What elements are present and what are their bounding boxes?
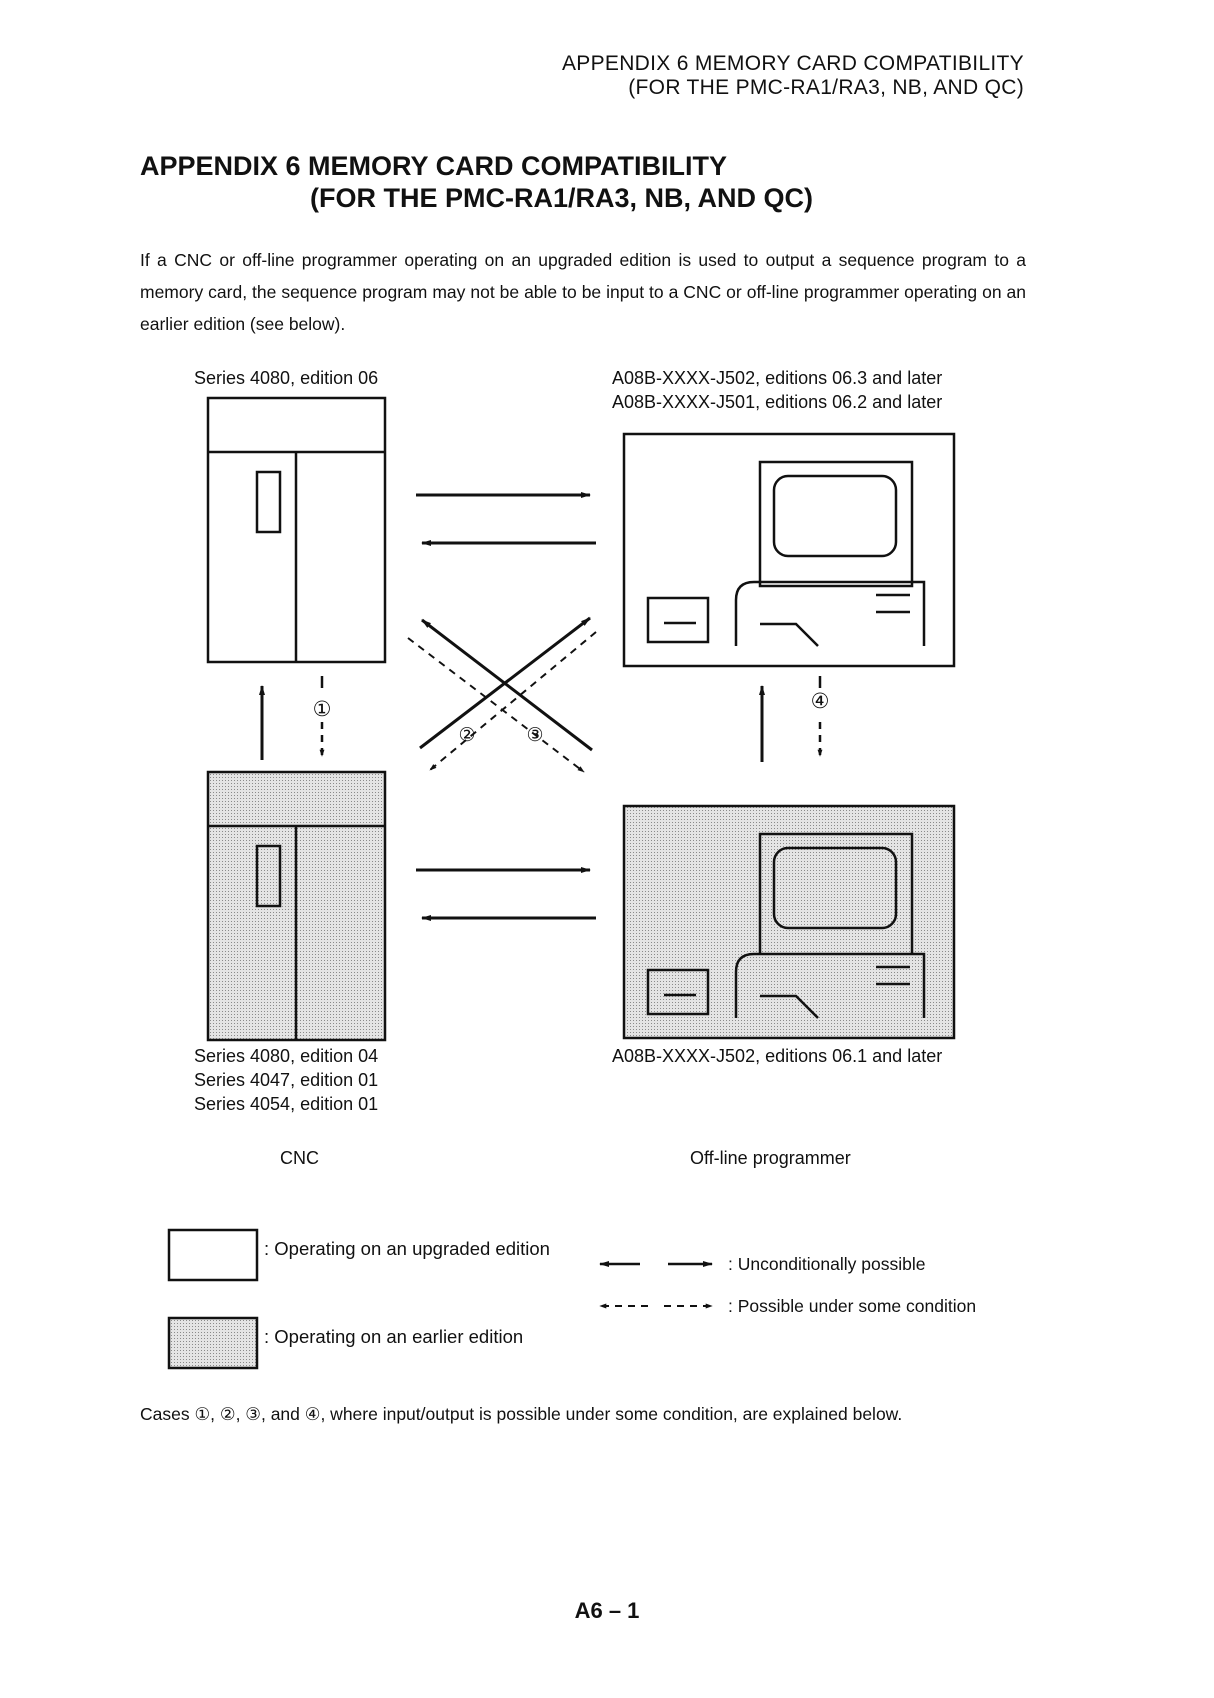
running-header-line2: (FOR THE PMC-RA1/RA3, NB, AND QC)	[628, 76, 1024, 99]
outro-paragraph: Cases ①, ②, ③, and ④, where input/output…	[140, 1404, 903, 1424]
programmer-earlier-label: A08B-XXXX-J502, editions 06.1 and later	[612, 1046, 943, 1066]
page-title: APPENDIX 6 MEMORY CARD COMPATIBILITY (FO…	[140, 150, 813, 214]
legend-upgraded-swatch	[167, 1228, 259, 1282]
arrows-cnc-vertical	[259, 676, 325, 760]
legend-earlier-swatch	[167, 1316, 259, 1370]
programmer-earlier-computer	[622, 804, 956, 1040]
legend-upgraded-text: : Operating on an upgraded edition	[264, 1238, 550, 1259]
page-number: A6 – 1	[574, 1598, 640, 1623]
case-marker-2: ②	[458, 724, 475, 746]
running-header-line1: APPENDIX 6 MEMORY CARD COMPATIBILITY	[561, 52, 1024, 75]
arrows-earlier-pair	[416, 867, 596, 921]
programmer-upgraded-label-2: A08B-XXXX-J501, editions 06.2 and later	[612, 392, 943, 412]
page-title-line1: APPENDIX 6 MEMORY CARD COMPATIBILITY	[140, 151, 728, 181]
case-marker-4: ④	[811, 689, 830, 713]
legend-earlier-text: : Operating on an earlier edition	[264, 1326, 524, 1347]
running-header: APPENDIX 6 MEMORY CARD COMPATIBILITY (FO…	[562, 52, 1024, 100]
page-title-line2: (FOR THE PMC-RA1/RA3, NB, AND QC)	[310, 183, 813, 213]
cnc-upgraded-label: Series 4080, edition 06	[194, 368, 379, 388]
arrows-diagonal-cross	[407, 616, 597, 773]
intro-paragraph: If a CNC or off-line programmer operatin…	[140, 250, 1026, 334]
programmer-upgraded-computer	[622, 432, 956, 668]
arrows-upgraded-pair	[416, 492, 596, 546]
programmer-upgraded-label-1: A08B-XXXX-J502, editions 06.3 and later	[612, 368, 943, 388]
cnc-upgraded-cabinet	[206, 396, 387, 664]
cnc-caption: CNC	[280, 1148, 319, 1168]
legend-conditional-text: : Possible under some condition	[728, 1296, 977, 1316]
case-marker-3: ③	[526, 724, 543, 746]
programmer-caption: Off-line programmer	[690, 1148, 851, 1168]
cnc-earlier-label-2: Series 4047, edition 01	[194, 1070, 379, 1090]
legend-unconditional-text: : Unconditionally possible	[728, 1254, 926, 1274]
cnc-earlier-label-1: Series 4080, edition 04	[194, 1046, 379, 1066]
arrows-programmer-vertical	[759, 676, 823, 762]
cnc-earlier-cabinet	[206, 770, 387, 1042]
case-marker-1: ①	[313, 697, 332, 721]
cnc-earlier-label-3: Series 4054, edition 01	[194, 1094, 379, 1114]
